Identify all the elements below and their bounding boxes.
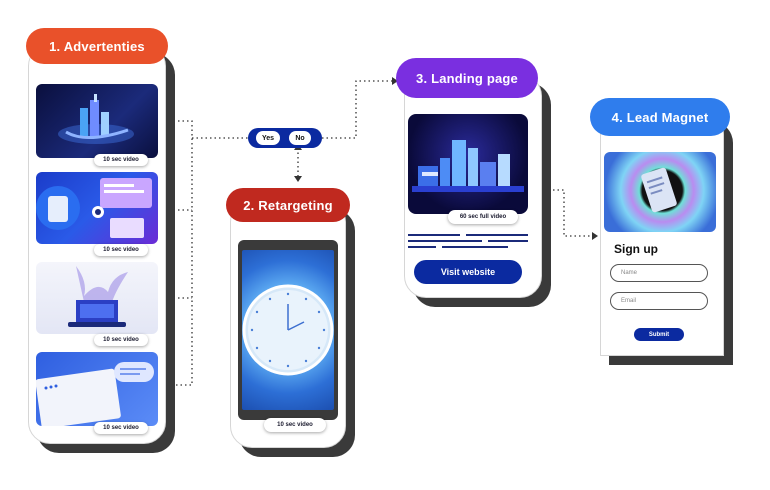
ad-thumbnail-2[interactable]: [36, 172, 158, 244]
visit-website-button[interactable]: Visit website: [414, 260, 522, 284]
retargeting-title: 2. Retargeting: [226, 188, 350, 222]
city-skyline-illustration: [412, 140, 524, 192]
phone-clock-screen[interactable]: [242, 250, 334, 410]
signup-heading: Sign up: [614, 242, 658, 256]
ad-video-label-2: 10 sec video: [94, 244, 148, 256]
phone-form-illustration: [641, 167, 677, 213]
ad-video-label-1: 10 sec video: [94, 154, 148, 166]
lead-card: [600, 112, 724, 356]
laptop-illustration: [68, 266, 128, 327]
retargeting-video-label: 10 sec video: [264, 418, 326, 432]
landing-video-thumbnail[interactable]: [408, 114, 528, 214]
ad-video-label-3: 10 sec video: [94, 334, 148, 346]
advertenties-title: 1. Advertenties: [26, 28, 168, 64]
no-button[interactable]: No: [289, 131, 311, 145]
city-hand-illustration: [58, 94, 134, 144]
ad-thumbnail-1[interactable]: [36, 84, 158, 158]
lead-title: 4. Lead Magnet: [590, 98, 730, 136]
name-field[interactable]: Name: [610, 264, 708, 282]
browser-chat-illustration: [36, 362, 154, 426]
email-field[interactable]: Email: [610, 292, 708, 310]
ad-video-label-4: 10 sec video: [94, 422, 148, 434]
landing-text-lines: [408, 234, 532, 254]
landing-title: 3. Landing page: [396, 58, 538, 98]
submit-button[interactable]: Submit: [634, 328, 684, 341]
ad-thumbnail-4[interactable]: [36, 352, 158, 426]
lead-magnet-thumbnail[interactable]: [604, 152, 716, 232]
clock-icon: [242, 284, 334, 376]
landing-video-label: 60 sec full video: [448, 210, 518, 224]
devices-illustration: [36, 178, 152, 238]
ad-thumbnail-3[interactable]: [36, 262, 158, 334]
yes-button[interactable]: Yes: [256, 131, 280, 145]
